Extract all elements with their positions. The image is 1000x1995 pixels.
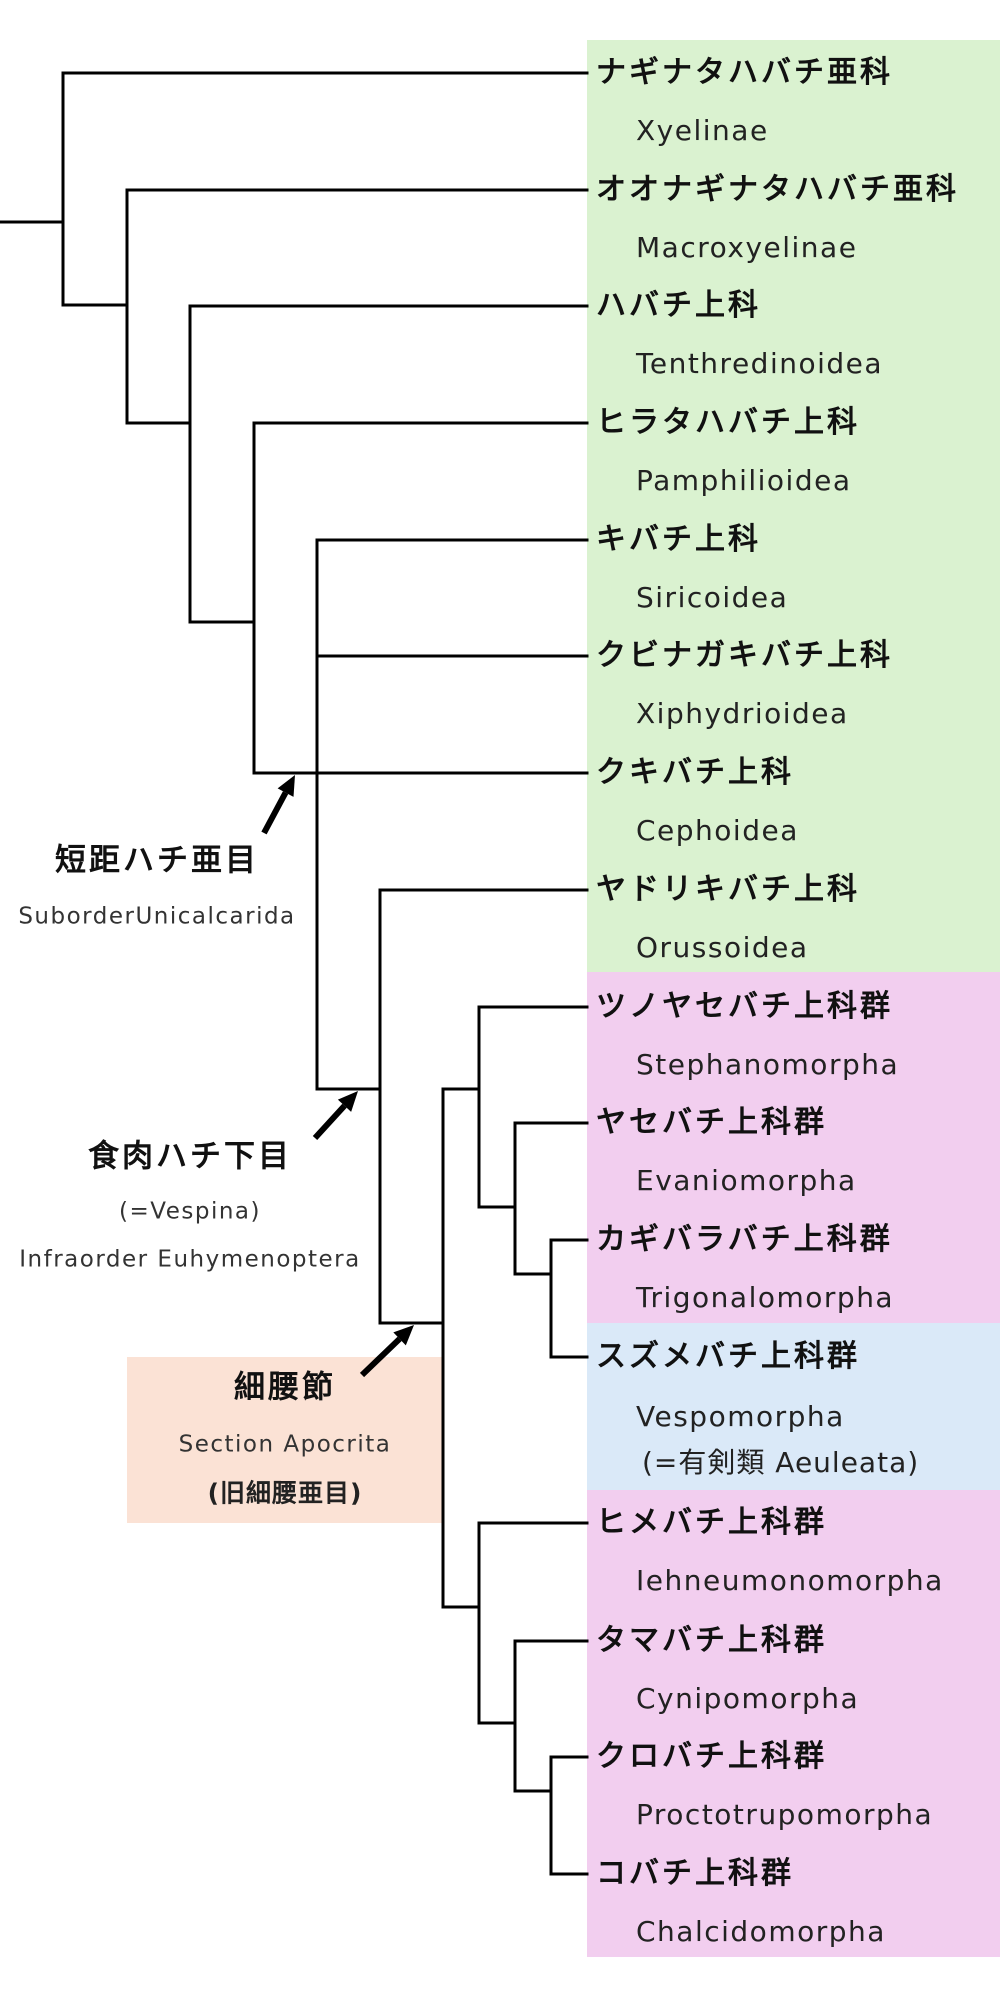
leaf-label-latin: Macroxyelinae (636, 231, 858, 264)
clade-euhymenoptera-note: (=Vespina) (119, 1198, 261, 1225)
leaf-label-jp: オオナギナタハバチ亜科 (596, 172, 959, 207)
leaf-label-jp: カギバラバチ上科群 (596, 1222, 893, 1257)
leaf-label-jp: コバチ上科群 (596, 1856, 794, 1891)
leaf-label-latin: Vespomorpha (636, 1400, 845, 1433)
leaf-label-latin: Siricoidea (636, 581, 789, 614)
clade-euhymenoptera-jp: 食肉ハチ下目 (88, 1138, 292, 1175)
leaf-label-jp: スズメバチ上科群 (596, 1339, 860, 1374)
leaf-label-jp: クキバチ上科 (596, 755, 794, 790)
clade-euhymenoptera-latin: Infraorder Euhymenoptera (19, 1246, 361, 1273)
leaf-label-jp: ヤドリキバチ上科 (596, 872, 860, 907)
leaf-label-jp: タマバチ上科群 (596, 1623, 827, 1658)
leaf-label-latin: Xyelinae (636, 114, 769, 147)
leaf-label-latin-note: (=有剣類 Aeuleata) (642, 1446, 920, 1479)
leaf-label-latin: Pamphilioidea (636, 464, 852, 497)
leaf-label-latin: Tenthredinoidea (636, 347, 884, 380)
clade-apocrita-note: (旧細腰亜目) (207, 1478, 363, 1508)
leaf-label-latin: Cynipomorpha (636, 1682, 860, 1715)
apocrita-group-band-upper (587, 972, 1000, 1323)
clade-apocrita-jp: 細腰節 (234, 1369, 336, 1406)
leaf-label-latin: Xiphydrioidea (636, 697, 849, 730)
leaf-label-jp: ツノヤセバチ上科群 (596, 989, 893, 1024)
sawfly-group-band (587, 40, 1000, 972)
clade-unicalcarida-latin: SuborderUnicalcarida (18, 903, 296, 930)
clade-unicalcarida-jp: 短距ハチ亜目 (55, 842, 259, 879)
leaf-label-jp: ナギナタハバチ亜科 (596, 55, 893, 90)
leaf-label-jp: ハバチ上科 (596, 288, 761, 323)
leaf-label-jp: キバチ上科 (596, 522, 761, 557)
leaf-label-latin: Orussoidea (636, 931, 809, 964)
leaf-label-latin: Chalcidomorpha (636, 1915, 886, 1948)
leaf-label-latin: Cephoidea (636, 814, 799, 847)
apocrita-group-band-lower (587, 1490, 1000, 1957)
leaf-label-latin: Stephanomorpha (636, 1048, 900, 1081)
arrow-icon (359, 1325, 414, 1378)
leaf-label-jp: ヒメバチ上科群 (596, 1505, 827, 1540)
leaf-label-jp: クビナガキバチ上科 (596, 638, 893, 673)
leaf-label-latin: Proctotrupomorpha (636, 1798, 934, 1831)
arrow-icon (261, 775, 295, 835)
leaf-label-jp: クロバチ上科群 (596, 1739, 827, 1774)
apocrita-label-box (127, 1357, 442, 1523)
aculeata-group-band (587, 1323, 1000, 1490)
leaf-label-jp: ヤセバチ上科群 (596, 1105, 827, 1140)
leaf-label-latin: Trigonalomorpha (636, 1281, 895, 1314)
clade-apocrita-latin: Section Apocrita (178, 1431, 392, 1458)
leaf-label-jp: ヒラタハバチ上科 (596, 405, 860, 440)
leaf-label-latin: Iehneumonomorpha (636, 1564, 944, 1597)
arrow-icon (312, 1091, 358, 1141)
leaf-label-latin: Evaniomorpha (636, 1164, 857, 1197)
